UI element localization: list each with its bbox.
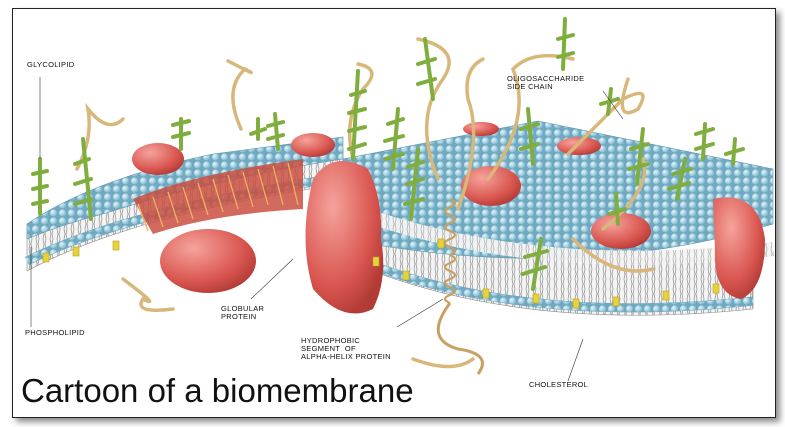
membrane-illustration [13, 9, 775, 417]
label-oligosaccharide-side-chain: OLIGOSACCHARIDE SIDE CHAIN [507, 75, 584, 91]
figure-caption: Cartoon of a biomembrane [21, 373, 414, 409]
label-glycolipid: GLYCOLIPID [27, 61, 74, 69]
label-cholesterol: CHOLESTEROL [529, 381, 588, 389]
label-globular-protein: GLOBULAR PROTEIN [221, 305, 264, 321]
figure-frame: GLYCOLIPID OLIGOSACCHARIDE SIDE CHAIN PH… [12, 8, 776, 418]
label-alpha-helix-segment: HYDROPHOBIC SEGMENT OF ALPHA-HELIX PROTE… [301, 337, 391, 361]
bilayer-top-right [343, 121, 773, 258]
label-phospholipid: PHOSPHOLIPID [25, 329, 85, 337]
